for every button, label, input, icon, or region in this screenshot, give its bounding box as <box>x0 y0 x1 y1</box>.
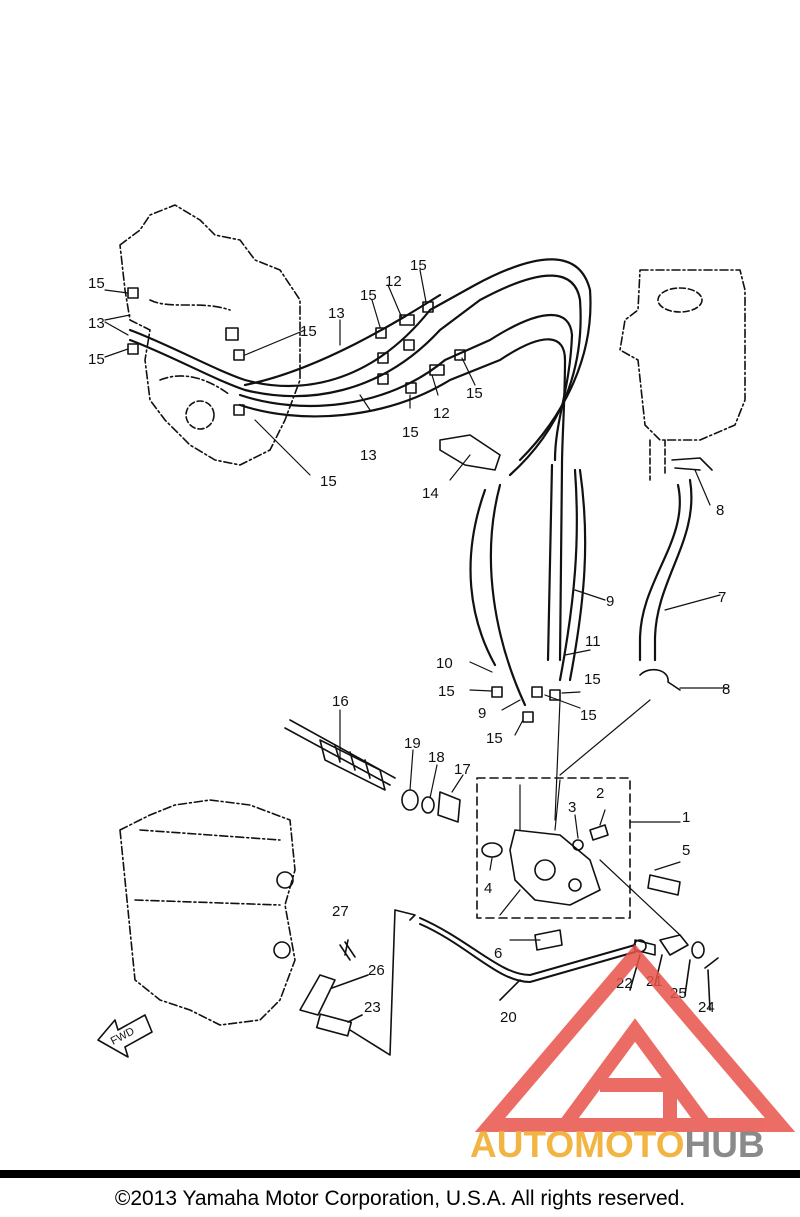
callout-15: 15 <box>402 424 419 441</box>
callout-9: 9 <box>606 593 614 610</box>
callout-15: 15 <box>438 683 455 700</box>
watermark-hub: HUB <box>684 1124 764 1165</box>
callout-15: 15 <box>410 257 427 274</box>
nipple-6 <box>534 929 563 951</box>
link-rod-end <box>315 1013 353 1037</box>
parts-diagram: 15 13 15 15 13 15 12 15 15 12 15 13 15 1… <box>88 204 746 1058</box>
hose-clamp-lower <box>639 668 681 691</box>
callout-23: 23 <box>364 999 381 1016</box>
callout-18: 18 <box>428 749 445 766</box>
callout-15: 15 <box>88 351 105 368</box>
connector-21 <box>659 934 689 956</box>
callout-15: 15 <box>300 323 317 340</box>
callout-12: 12 <box>433 405 450 422</box>
callout-15: 15 <box>486 730 503 747</box>
callout-16: 16 <box>332 693 349 710</box>
callout-26: 26 <box>368 962 385 979</box>
link-lever <box>299 974 336 1016</box>
lower-hoses <box>469 463 587 707</box>
tank-hose <box>638 478 693 662</box>
gasket-4 <box>481 842 503 858</box>
callout-15: 15 <box>466 385 483 402</box>
callout-10: 10 <box>436 655 453 672</box>
washer-3 <box>572 839 584 851</box>
callout-14: 14 <box>422 485 439 502</box>
oil-pipe <box>419 917 636 983</box>
watermark-triangle-icon <box>474 944 796 1132</box>
oil-tank-outline <box>619 269 746 441</box>
oil-pump <box>509 829 601 906</box>
callout-15: 15 <box>320 473 337 490</box>
drive-shaft <box>284 719 396 791</box>
callout-12: 12 <box>385 273 402 290</box>
callout-17: 17 <box>454 761 471 778</box>
screw-2 <box>589 824 609 841</box>
callout-15: 15 <box>88 275 105 292</box>
callout-24: 24 <box>698 999 715 1016</box>
callout-27: 27 <box>332 903 349 920</box>
callout-11: 11 <box>585 633 601 650</box>
callout-8: 8 <box>722 681 730 698</box>
fwd-label: FWD <box>109 1025 137 1047</box>
washer-25 <box>691 941 705 959</box>
callout-15: 15 <box>360 287 377 304</box>
callout-15: 15 <box>580 707 597 724</box>
oil-pump-assembly-box <box>476 777 631 919</box>
callout-6: 6 <box>494 945 502 962</box>
oring-18 <box>421 796 435 814</box>
fwd-arrow-icon <box>97 1014 153 1058</box>
callout-2: 2 <box>596 785 604 802</box>
svg-text:AUTOMOTOHUB: AUTOMOTOHUB <box>470 1124 765 1165</box>
callout-7: 7 <box>718 589 726 606</box>
engine-block-outline <box>119 204 301 466</box>
lower-engine-outline <box>119 799 296 1026</box>
watermark-auto: AUTO <box>470 1124 574 1165</box>
watermark-moto: MOTO <box>574 1124 684 1165</box>
watermark-logo: AUTOMOTOHUB <box>470 944 796 1165</box>
callout-20: 20 <box>500 1009 517 1026</box>
pin-24 <box>704 957 719 969</box>
callout-8: 8 <box>716 502 724 519</box>
callout-13: 13 <box>88 315 105 332</box>
bushing-17 <box>437 791 461 823</box>
hose-clamp-upper <box>671 457 713 471</box>
callout-3: 3 <box>568 799 576 816</box>
copyright-footer: ©2013 Yamaha Motor Corporation, U.S.A. A… <box>114 1187 686 1210</box>
callout-1: 1 <box>682 809 690 826</box>
seal-19 <box>401 789 419 811</box>
callout-4: 4 <box>484 880 492 897</box>
callout-15: 15 <box>584 671 601 688</box>
callout-5: 5 <box>682 842 690 859</box>
joint-block <box>439 434 501 471</box>
screw-5 <box>647 874 681 896</box>
callout-19: 19 <box>404 735 421 752</box>
callout-13: 13 <box>328 305 345 322</box>
callout-13: 13 <box>360 447 377 464</box>
callout-9: 9 <box>478 705 486 722</box>
footer-divider <box>0 1170 800 1178</box>
